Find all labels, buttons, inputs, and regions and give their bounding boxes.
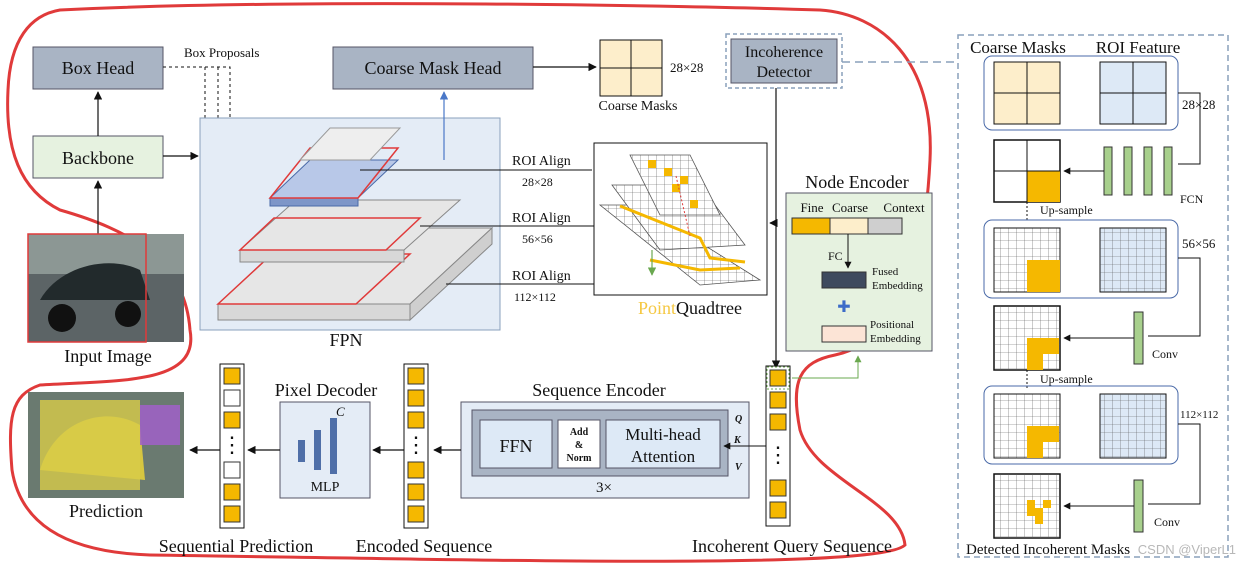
query-dots: ⋮: [767, 442, 789, 467]
mha-module: [605, 419, 721, 469]
rp-detected-label: Detected Incoherent Masks: [966, 542, 1130, 558]
coarse-masks-label: Coarse Masks: [599, 99, 678, 114]
quadtree-grids: [598, 154, 762, 286]
node-context-label: Context: [883, 200, 925, 215]
node-fine-label: Fine: [800, 200, 823, 215]
encoded-sequence: [403, 363, 429, 529]
v-label: V: [735, 462, 743, 473]
node-encoder-label: Node Encoder: [805, 172, 908, 192]
rp-conv-bar-2: [1133, 479, 1144, 533]
pixel-decoder-panel: [279, 401, 371, 499]
rp-mask-2: [993, 139, 1061, 203]
rp-conv-bar-1: [1133, 311, 1144, 365]
quadtree-label: Quadtree: [676, 298, 742, 318]
prediction-dots: ⋮: [221, 432, 243, 457]
coarse-mask-head-label: Coarse Mask Head: [365, 58, 502, 78]
rp-mask-4: [993, 305, 1061, 371]
sequential-prediction-label: Sequential Prediction: [159, 536, 313, 556]
rp-size-112: 112×112: [1180, 409, 1218, 421]
roi-align-3: ROI Align: [512, 269, 571, 284]
backbone-label: Backbone: [62, 148, 134, 168]
mlp-c-label: C: [336, 404, 345, 419]
mlp-label: MLP: [311, 480, 340, 495]
encoded-dots: ⋮: [405, 432, 427, 457]
prediction-image: [28, 392, 184, 498]
k-label: K: [733, 435, 742, 446]
roi-size-112: 112×112: [514, 290, 556, 304]
backbone-module: [32, 135, 164, 179]
coarse-mask-head-module: [332, 46, 534, 90]
rp-roi-feature: ROI Feature: [1096, 38, 1181, 57]
ffn-label: FFN: [499, 436, 532, 456]
rp-fcn-label: FCN: [1180, 192, 1204, 206]
rp-mask-3: [993, 227, 1061, 293]
rp-coarse-masks: Coarse Masks: [970, 38, 1066, 57]
rp-mask-5: [993, 393, 1061, 459]
node-fused-2: Embedding: [872, 280, 923, 292]
incoherence-label-1: Incoherence: [745, 44, 823, 61]
sequence-encoder-label: Sequence Encoder: [532, 380, 665, 400]
node-coarse-label: Coarse: [832, 200, 868, 215]
fpn-label: FPN: [329, 330, 362, 350]
node-plus-icon: ✚: [837, 299, 850, 316]
rp-roi-grid-5: [1099, 393, 1167, 459]
add-norm-2: &: [575, 440, 583, 451]
add-norm-1: Add: [570, 427, 589, 438]
roi-align-1: ROI Align: [512, 154, 571, 169]
rp-upsample-2: Up-sample: [1040, 372, 1093, 386]
roi-size-28: 28×28: [522, 175, 553, 189]
prediction-label: Prediction: [69, 501, 143, 521]
rp-coarse-grid-1: [993, 61, 1061, 125]
input-image: [27, 233, 184, 343]
q-label: Q: [735, 414, 742, 425]
query-sequence: [765, 365, 791, 527]
coarse-masks-grid: [599, 39, 663, 97]
roi-align-2: ROI Align: [512, 211, 571, 226]
point-label: Point: [638, 298, 676, 318]
repeat-label: 3×: [596, 480, 612, 496]
rp-conv-2: Conv: [1154, 515, 1180, 529]
encoded-sequence-label: Encoded Sequence: [356, 536, 492, 556]
rp-size-56: 56×56: [1182, 236, 1216, 251]
mha-label-1: Multi-head: [625, 425, 701, 444]
rp-roi-grid-1: [1099, 61, 1167, 125]
box-proposals-label: Box Proposals: [184, 45, 259, 60]
box-head-label: Box Head: [62, 58, 134, 78]
box-head-module: [32, 46, 164, 90]
rp-mask-6: [993, 473, 1061, 539]
node-fc-label: FC: [828, 249, 843, 263]
rp-roi-grid-3: [1099, 227, 1167, 293]
node-pos-2: Embedding: [870, 333, 921, 345]
node-pos-1: Positional: [870, 319, 914, 331]
add-norm-3: Norm: [567, 453, 593, 464]
pixel-decoder-label: Pixel Decoder: [275, 380, 377, 400]
incoherence-label-2: Detector: [756, 64, 812, 81]
incoherent-query-label: Incoherent Query Sequence: [692, 536, 892, 556]
input-image-label: Input Image: [64, 346, 151, 366]
incoherence-detector-module: [730, 38, 838, 84]
coarse-size-label: 28×28: [670, 60, 703, 75]
rp-size-28: 28×28: [1182, 97, 1215, 112]
add-norm-module: [557, 419, 601, 469]
rp-conv-1: Conv: [1152, 347, 1178, 361]
rp-upsample-1: Up-sample: [1040, 203, 1093, 217]
mha-label-2: Attention: [631, 447, 696, 466]
roi-size-56: 56×56: [522, 232, 553, 246]
right-detail-panel: [957, 34, 1229, 558]
node-fused-1: Fused: [872, 266, 899, 278]
watermark: CSDN @ViperL1: [1138, 542, 1236, 557]
rp-fcn: [1103, 146, 1173, 196]
ffn-module: [479, 419, 553, 469]
sequential-prediction: [219, 363, 245, 529]
